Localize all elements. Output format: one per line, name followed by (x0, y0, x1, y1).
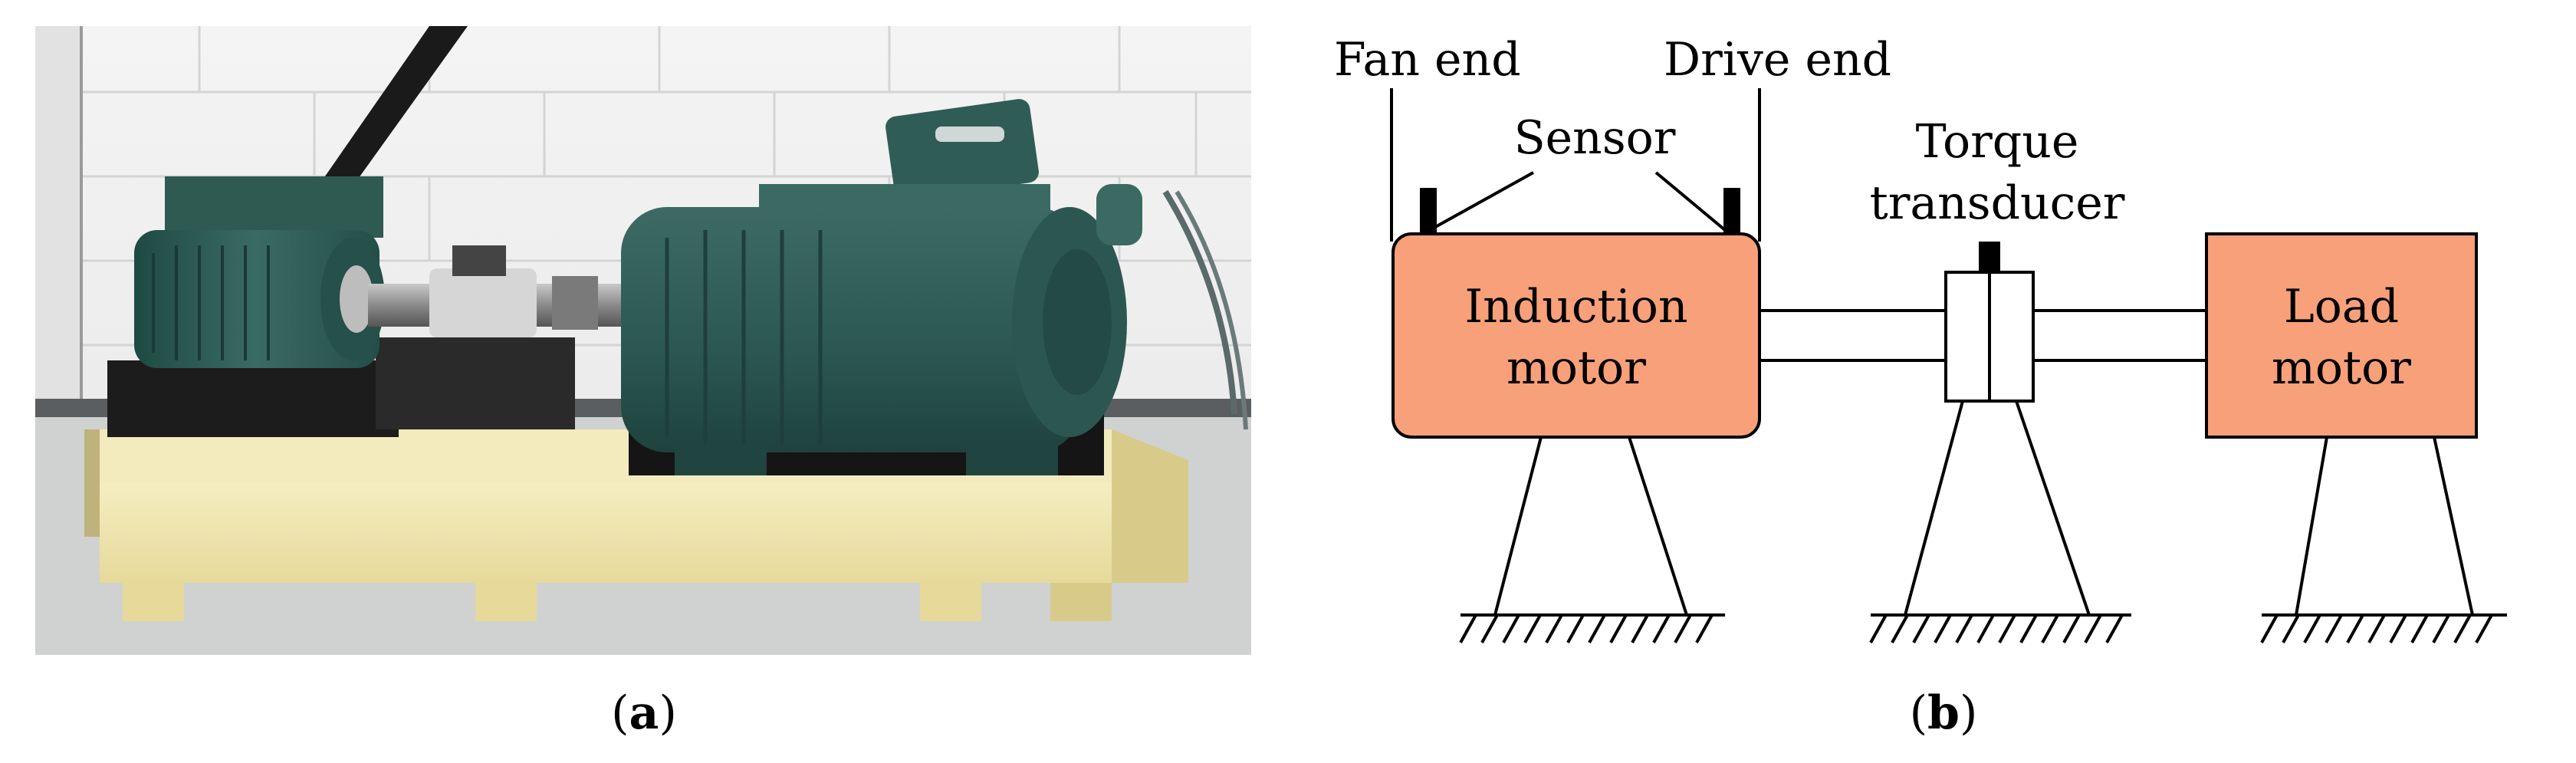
sensor-leader-right (1654, 171, 1727, 232)
sensor-fan-end (1420, 188, 1437, 235)
photo-door-frame (35, 26, 81, 409)
torque-label-line1: Torque (1916, 115, 2079, 169)
load-motor-line1: Load (2284, 280, 2399, 334)
load-motor-box (2205, 232, 2478, 439)
panel-a-caption: (a) (611, 686, 677, 740)
photo-load-motor (621, 99, 1142, 475)
photo-pipe (314, 26, 468, 192)
drive-end-label: Drive end (1664, 33, 1891, 87)
ground-transducer (1869, 613, 2131, 643)
ground-load (2260, 613, 2507, 643)
induction-motor-box (1392, 232, 1761, 439)
photo-induction-motor (134, 176, 385, 368)
ground-induction (1459, 613, 1725, 643)
sensor-drive-end (1723, 188, 1740, 235)
torque-transducer-sensor (1979, 242, 2000, 274)
induction-motor-line1: Induction (1464, 280, 1687, 334)
fan-end-label: Fan end (1334, 33, 1521, 87)
test-rig-photo (35, 26, 1251, 655)
panel-b-caption: (b) (1910, 686, 1978, 740)
sensor-label: Sensor (1514, 111, 1676, 165)
photo-coupling (368, 245, 644, 337)
load-motor-line2: motor (2272, 341, 2411, 395)
sensor-leader-left (1429, 171, 1534, 232)
induction-motor-line2: motor (1506, 341, 1646, 395)
schematic: Fan end Drive end Sensor Torque transduc… (1334, 33, 2507, 643)
torque-label-line2: transducer (1870, 176, 2125, 230)
